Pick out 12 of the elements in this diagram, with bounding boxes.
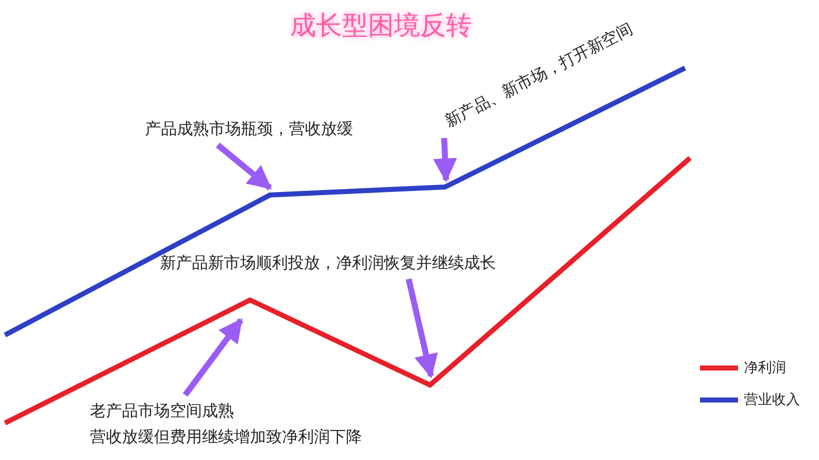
leader-arrow [406, 278, 438, 378]
leader-arrow [182, 318, 244, 397]
profit-line [4, 156, 692, 426]
legend-label: 净利润 [744, 359, 786, 377]
annotation-text: 营收放缓但费用继续增加致净利润下降 [90, 426, 362, 448]
annotation-text: 老产品市场空间成熟 [90, 400, 235, 422]
leader-arrow [433, 138, 458, 182]
title: 成长型困境反转 [290, 10, 472, 43]
leader-arrow [216, 142, 272, 190]
annotation-text: 新产品新市场顺利投放，净利润恢复并继续成长 [160, 252, 496, 274]
legend-label: 营业收入 [744, 391, 800, 409]
annotation-text: 产品成熟市场瓶颈，营收放缓 [145, 118, 353, 140]
